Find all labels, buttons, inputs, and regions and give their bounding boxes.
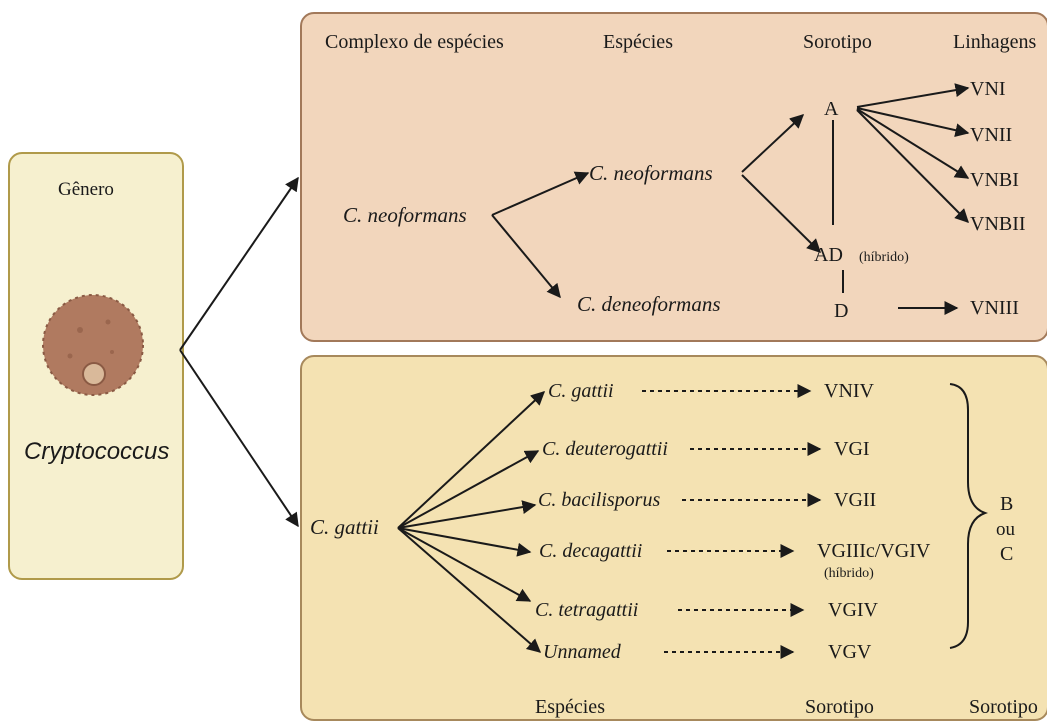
header-species: Espécies (603, 31, 673, 53)
lineage-vnbii: VNBII (970, 213, 1026, 235)
header-lineages: Linhagens (953, 31, 1037, 53)
header-complex: Complexo de espécies (325, 31, 504, 53)
gattii-lineage-4: VGIIIc/VGIV (817, 540, 931, 562)
arrow-genus-to-gattii (179, 349, 299, 528)
arrow-gattii-to-species-2 (397, 450, 540, 529)
arrow-a-to-vni (856, 83, 970, 108)
arrow-complex-to-neoformans (491, 171, 590, 216)
arrow-a-to-vnbi (856, 108, 970, 179)
gattii-lineage-5: VGIV (828, 599, 878, 621)
serotype-d: D (834, 300, 849, 322)
footer-serotype-1: Sorotipo (805, 696, 874, 718)
gattii-lineage-2: VGI (834, 438, 870, 460)
arrow-gattii-to-species-6 (397, 527, 542, 653)
gattii-complex-panel (300, 355, 1047, 721)
gattii-lineage-1: VNIV (824, 380, 874, 402)
gattii-species-1: C. gattii (548, 380, 614, 402)
lineage-vniii: VNIII (970, 297, 1019, 319)
arrow-gattii-to-species-5 (397, 527, 532, 602)
gattii-lineage-3: VGII (834, 489, 877, 511)
serotype-ad: AD (814, 244, 843, 266)
serotype-brace (949, 383, 988, 649)
gattii-species-4: C. decagattii (539, 540, 643, 562)
gattii-lineage-6: VGV (828, 641, 872, 663)
genus-name: Cryptococcus (24, 438, 170, 465)
gattii-lineage-4-note: (híbrido) (824, 566, 874, 581)
footer-serotype-2: Sorotipo (969, 696, 1038, 718)
serotype-a: A (824, 98, 839, 120)
arrow-gattii-to-species-1 (397, 391, 546, 529)
genus-heading: Gênero (58, 179, 114, 200)
arrow-gattii-to-species-3 (397, 500, 537, 529)
arrow-gattii-to-species-4 (397, 527, 532, 557)
gattii-species-5: C. tetragattii (535, 599, 639, 621)
arrow-neoformans-to-a (741, 114, 805, 173)
arrow-a-to-vnbii (856, 109, 969, 223)
serotype-group-or: ou (996, 519, 1015, 540)
arrow-neoformans-to-ad (741, 174, 821, 253)
lineage-vnii: VNII (970, 124, 1013, 146)
footer-species: Espécies (535, 696, 605, 718)
gattii-species-6: Unnamed (543, 641, 621, 663)
gattii-species-2: C. deuterogattii (542, 438, 668, 460)
serotype-group-b: B (1000, 493, 1014, 515)
arrow-a-to-vnii (856, 107, 970, 138)
arrow-genus-to-neoformans (179, 176, 299, 351)
neoformans-complex-name: C. neoformans (343, 203, 467, 227)
serotype-group-c: C (1000, 543, 1014, 565)
lineage-vni: VNI (970, 78, 1006, 100)
gattii-complex-name: C. gattii (310, 515, 379, 539)
species-neoformans: C. neoformans (589, 161, 713, 185)
gattii-species-3: C. bacilisporus (538, 489, 661, 511)
lineage-vnbi: VNBI (970, 169, 1019, 191)
arrow-complex-to-deneoformans (491, 214, 561, 299)
species-deneoformans: C. deneoformans (577, 292, 721, 316)
serotype-ad-note: (híbrido) (859, 250, 909, 265)
cryptococcus-cell-icon (42, 294, 144, 396)
header-serotype: Sorotipo (803, 31, 872, 53)
